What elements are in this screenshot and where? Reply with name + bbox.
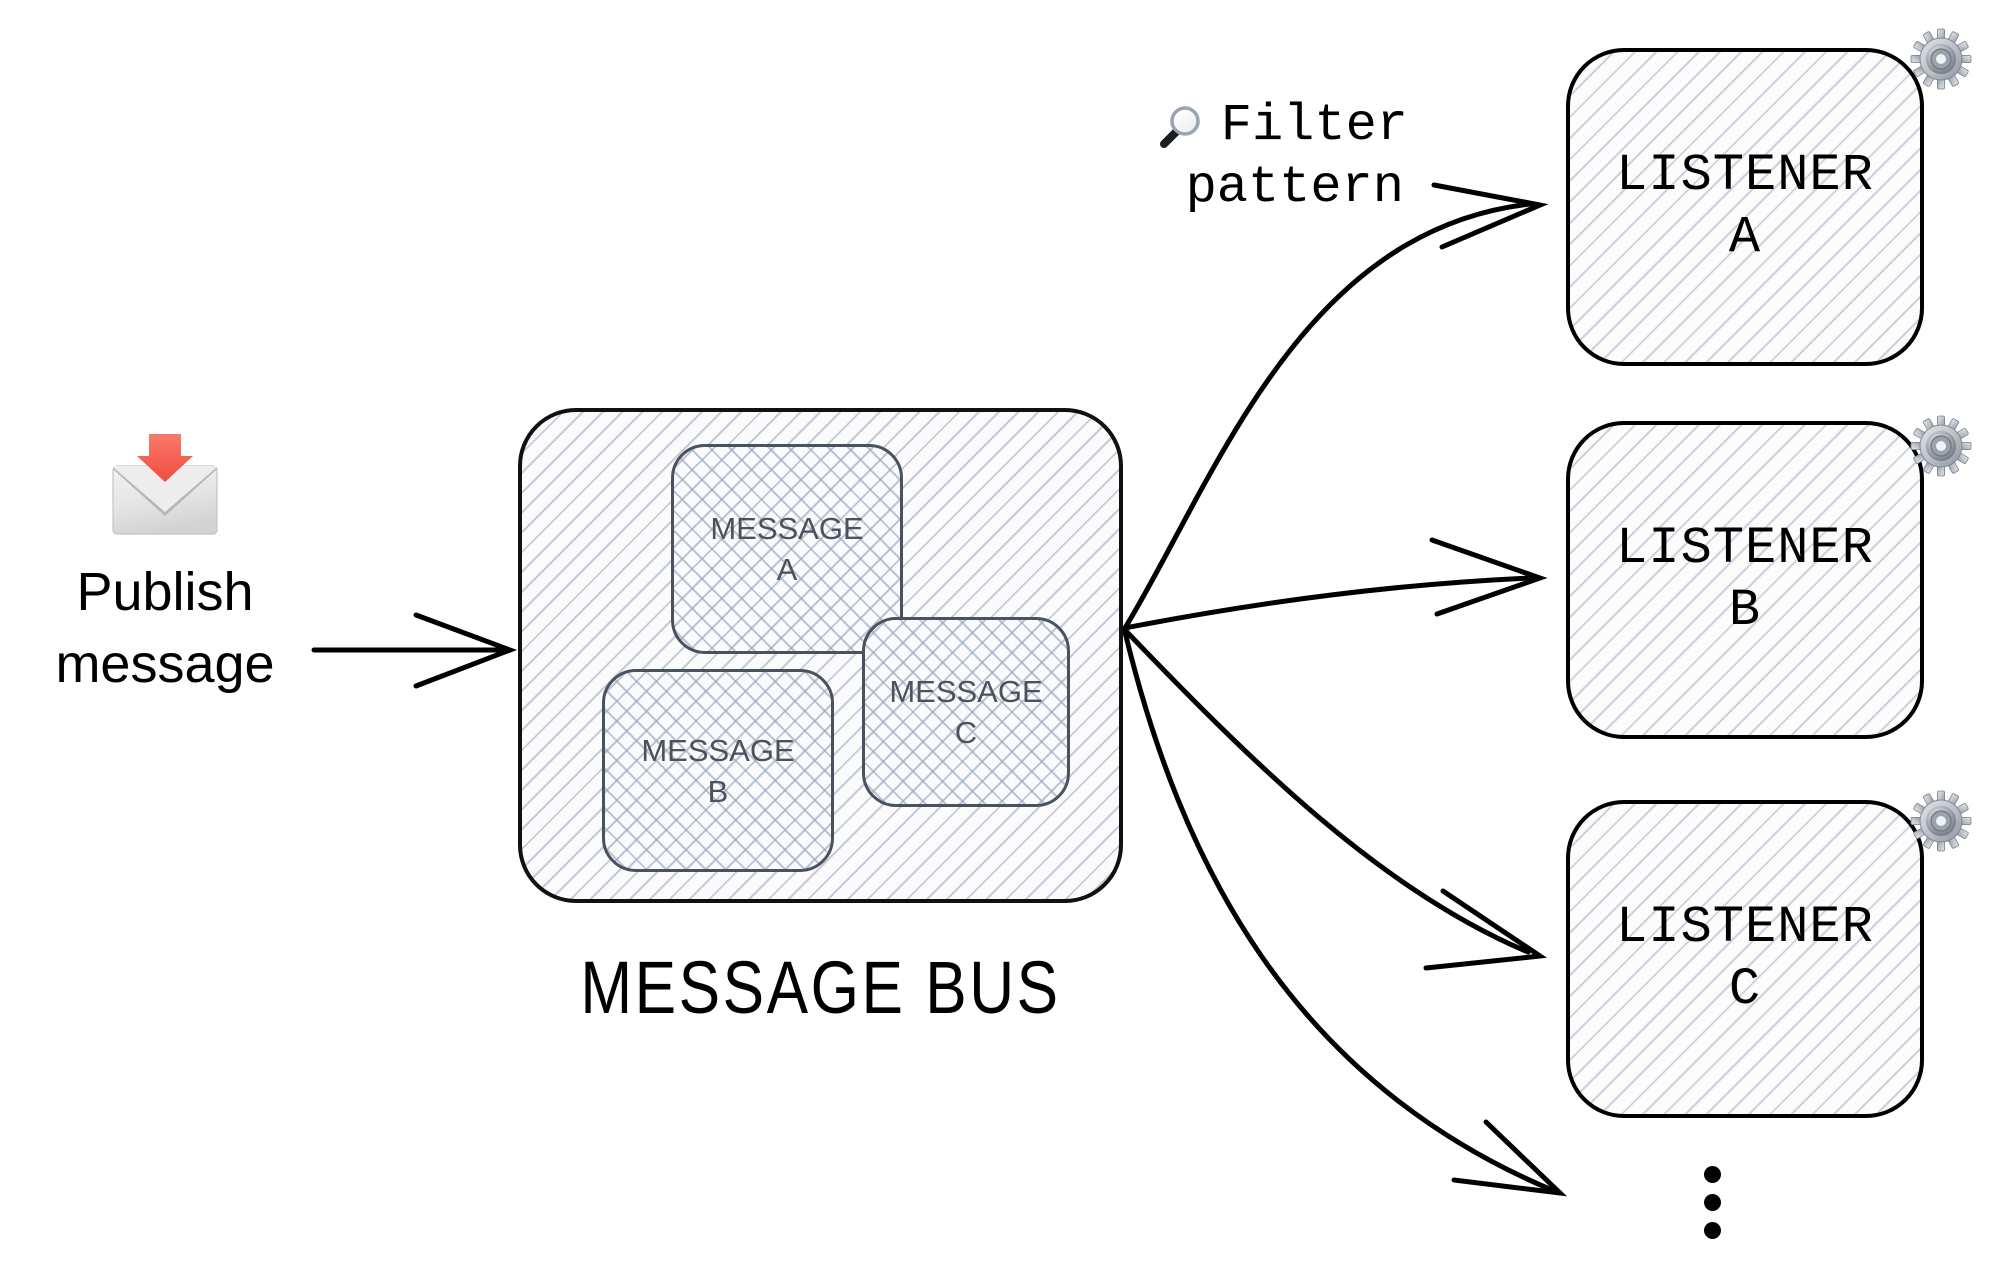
arrow-publish-head <box>413 612 518 689</box>
listener-c-label: LISTENER C <box>1616 898 1874 1019</box>
filter-pattern-line1: Filter <box>1220 96 1408 155</box>
filter-pattern-line2: pattern <box>1185 158 1404 217</box>
message-c-label: MESSAGE C <box>889 674 1043 750</box>
arrow-bus-to-listener-c <box>1122 627 1531 955</box>
listener-a-label: LISTENER A <box>1616 146 1874 267</box>
message-box-b: MESSAGE B <box>602 669 834 872</box>
arrow-more-head <box>1451 1119 1568 1197</box>
envelope-with-down-arrow-icon <box>105 430 225 538</box>
gear-icon <box>1910 415 1972 477</box>
message-bus-label: MESSAGE BUS <box>580 946 1061 1029</box>
publish-message-group: Publish message <box>20 430 310 700</box>
ellipsis-dot <box>1703 1166 1721 1183</box>
gear-icon <box>1910 28 1972 90</box>
message-a-label: MESSAGE A <box>710 511 864 587</box>
publish-message-label: Publish message <box>55 562 275 694</box>
gear-icon <box>1910 790 1972 852</box>
arrow-listener-b-head <box>1429 537 1548 617</box>
filter-pattern-annotation: Filter pattern <box>1088 95 1408 219</box>
ellipsis-dot <box>1703 1194 1721 1211</box>
message-box-c: MESSAGE C <box>862 617 1070 807</box>
message-b-label: MESSAGE B <box>641 732 795 809</box>
arrow-bus-to-more <box>1122 629 1555 1193</box>
listener-b-label: LISTENER B <box>1616 519 1874 640</box>
magnifying-glass-icon <box>1159 103 1205 149</box>
arrow-listener-c-head <box>1423 888 1548 971</box>
listener-box-b: LISTENER B <box>1566 421 1924 739</box>
listener-box-c: LISTENER C <box>1566 800 1924 1118</box>
ellipsis-dot <box>1703 1222 1721 1239</box>
arrow-bus-to-listener-a <box>1122 201 1533 631</box>
message-bus-container: MESSAGE A MESSAGE B MESSAGE C <box>518 408 1123 903</box>
more-listeners-ellipsis <box>1690 1155 1734 1239</box>
listener-box-a: LISTENER A <box>1566 48 1924 366</box>
arrow-listener-a-head <box>1431 182 1549 250</box>
message-box-a: MESSAGE A <box>671 444 903 654</box>
arrow-bus-to-listener-b <box>1122 575 1533 631</box>
